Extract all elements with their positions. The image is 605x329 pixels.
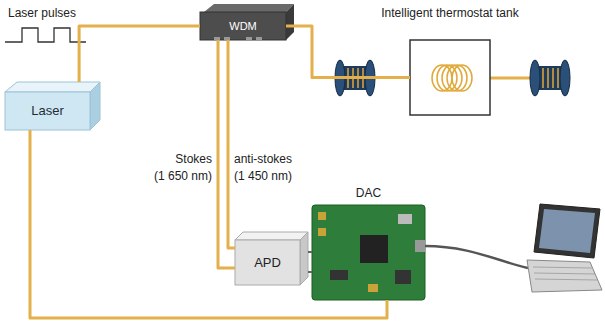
laser-side (90, 82, 100, 130)
node-label: Intelligent thermostat tank (315, 6, 585, 20)
node-label: WDM (229, 19, 257, 33)
laser-front (5, 92, 90, 130)
apd-side (300, 232, 308, 285)
fiber-connector (228, 40, 235, 248)
thermostat-tank: Intelligent thermostat tank (410, 40, 490, 115)
board-parts (318, 212, 425, 292)
fiber-coil (432, 65, 472, 91)
wire-connector (308, 272, 312, 273)
apd-top (235, 232, 308, 240)
fiber (490, 77, 535, 80)
node-label: DAC (312, 186, 425, 200)
wdm-body (200, 12, 286, 40)
node-label: APD (254, 256, 281, 270)
wdm-side (286, 4, 294, 40)
fiber-connector (30, 130, 387, 318)
signal-label: Laser pulses (8, 6, 76, 20)
fiber-spool (530, 60, 570, 96)
signal-label: Stokes (175, 152, 212, 166)
laptop-icon (527, 204, 602, 292)
laser-top (5, 82, 100, 92)
signal-label: anti-stokes (234, 152, 292, 166)
wdm-ports (214, 37, 262, 41)
dac-board: DAC (312, 205, 425, 300)
node-label: Laser (31, 104, 64, 118)
fiber-connector (286, 26, 410, 78)
fiber-connector (79, 26, 200, 82)
wire-connector (308, 252, 312, 253)
pulse-symbol (5, 28, 86, 42)
thermostat-tank (410, 40, 490, 115)
apd-box: APD (235, 232, 308, 285)
wavelength-label: (1 650 nm) (154, 169, 212, 183)
apd-body (235, 240, 300, 285)
fiber-connector (218, 40, 235, 268)
wavelength-label: (1 450 nm) (234, 169, 292, 183)
laser-box: Laser (5, 82, 100, 130)
usb-cable (425, 246, 528, 268)
wdm-top (204, 4, 294, 12)
wdm-box: WDM (200, 4, 294, 40)
dac-board (312, 205, 425, 300)
